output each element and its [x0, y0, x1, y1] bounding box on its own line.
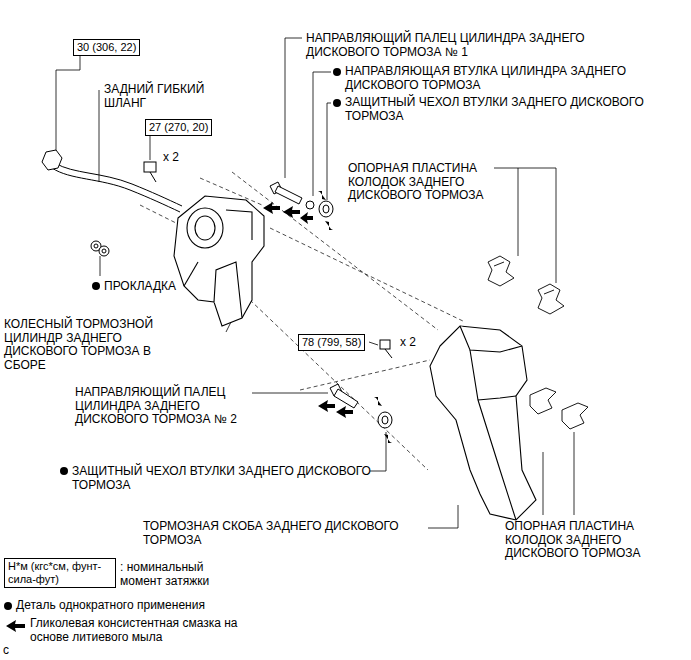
leader-line	[327, 103, 331, 200]
pad-support-plate	[494, 262, 504, 266]
leader-line	[313, 72, 331, 196]
legend-text: Гликолевая консистентная смазка на основ…	[30, 617, 270, 644]
grease-arrow	[283, 206, 300, 218]
pad-support-plate	[530, 388, 556, 414]
assembly-line	[140, 205, 180, 225]
brake-bracket	[430, 326, 536, 520]
guide-pin	[319, 201, 333, 217]
leader-line	[428, 505, 458, 528]
grease-arrow	[374, 397, 382, 406]
brake-bracket	[470, 350, 516, 520]
callout-number: x 2	[400, 336, 440, 350]
pad-support-plate	[488, 256, 588, 429]
wheel-cylinder	[214, 262, 242, 318]
wheel-cylinder	[226, 210, 252, 240]
grease-arrow	[384, 434, 392, 443]
part-label: ЗАЩИТНЫЙ ЧЕХОЛ ВТУЛКИ ЗАДНЕГО ДИСКОВОГО …	[72, 465, 372, 492]
part-label: ОПОРНАЯ ПЛАСТИНА КОЛОДОК ЗАДНЕГО ДИСКОВО…	[348, 162, 498, 203]
pad-support-plate	[562, 403, 588, 429]
guide-pin	[378, 412, 392, 428]
one-time-use-dot	[92, 282, 100, 290]
brake-bracket	[478, 396, 516, 400]
leader-line	[150, 136, 151, 160]
legend-text: : номинальный момент затяжки	[120, 561, 240, 588]
callout-number: x 2	[163, 151, 203, 165]
leader-line	[370, 432, 386, 471]
leader-line	[56, 56, 80, 150]
grease-arrow	[336, 406, 353, 418]
bolt	[94, 244, 98, 248]
hose	[52, 168, 180, 212]
grease-arrow	[6, 620, 25, 632]
guide-pin	[275, 186, 302, 204]
leader-line	[99, 90, 100, 182]
grease-arrow	[318, 400, 335, 412]
grease-arrow	[6, 191, 392, 632]
assembly-line	[270, 228, 465, 322]
hose	[55, 163, 182, 206]
part-label: ЗАЩИТНЫЙ ЧЕХОЛ ВТУЛКИ ЗАДНЕГО ДИСКОВОГО …	[345, 96, 645, 123]
wheel-cylinder	[195, 216, 215, 240]
guide-pin	[323, 205, 329, 213]
grease-arrow	[263, 202, 280, 214]
bolt	[144, 162, 156, 172]
brake-bracket	[430, 326, 536, 520]
legend-text: Деталь однократного применения	[16, 599, 316, 613]
one-time-use-dot	[333, 99, 341, 107]
pad-support-plate	[544, 290, 554, 294]
leader-line	[543, 452, 544, 515]
bolt	[42, 150, 156, 256]
part-label: КОЛЕСНЫЙ ТОРМОЗНОЙ ЦИЛИНДР ЗАДНЕГО ДИСКО…	[4, 318, 169, 372]
box-text: 78 (799, 58)	[302, 336, 361, 349]
one-time-use-dot	[60, 467, 68, 475]
part-label: ПРОКЛАДКА	[104, 280, 224, 294]
leader-line	[252, 393, 328, 394]
leader-line	[518, 168, 519, 256]
wheel-cylinder	[187, 208, 223, 248]
leader-line	[574, 432, 575, 515]
box-text: 27 (270, 20)	[149, 121, 208, 134]
torque-box: 78 (799, 58)	[298, 334, 365, 351]
leader-line	[369, 342, 378, 345]
part-label: НАПРАВЛЯЮЩАЯ ВТУЛКА ЦИЛИНДРА ЗАДНЕГО ДИС…	[345, 65, 645, 92]
hose	[52, 163, 182, 212]
part-label: ОПОРНАЯ ПЛАСТИНА КОЛОДОК ЗАДНЕГО ДИСКОВО…	[505, 520, 655, 561]
box-text: Н*м (кгс*см, фунт-сила-фут)	[8, 560, 112, 586]
callout-number: c	[3, 644, 23, 658]
guide-pin	[380, 340, 390, 349]
pad-support-plate	[488, 256, 514, 286]
torque-box: 30 (306, 22)	[73, 39, 140, 56]
guide-pin	[382, 416, 388, 424]
pad-support-plate	[538, 284, 564, 314]
part-label: ТОРМОЗНАЯ СКОБА ЗАДНЕГО ДИСКОВОГО ТОРМОЗ…	[143, 520, 433, 547]
part-label: ЗАДНИЙ ГИБКИЙ ШЛАНГ	[104, 83, 224, 110]
grease-arrow	[325, 221, 333, 230]
wheel-cylinder	[184, 262, 198, 286]
assembly-line	[300, 360, 430, 390]
unit-box: Н*м (кгс*см, фунт-сила-фут)	[4, 558, 116, 588]
leader-line	[100, 256, 101, 276]
one-time-use-dot	[4, 602, 12, 610]
bolt	[150, 172, 156, 182]
box-text: 30 (306, 22)	[77, 41, 136, 54]
grease-arrow	[300, 212, 313, 224]
leader-line	[56, 38, 574, 528]
torque-box: 27 (270, 20)	[145, 119, 212, 136]
guide-pin	[306, 201, 314, 209]
guide-pin	[334, 389, 358, 408]
guide-pin	[385, 349, 392, 358]
guide-pin	[270, 182, 392, 428]
leader-line	[285, 38, 302, 178]
brake-bracket	[460, 326, 522, 352]
assembly-line	[250, 300, 428, 470]
bolt	[102, 249, 106, 253]
part-label: НАПРАВЛЯЮЩИЙ ПАЛЕЦ ЦИЛИНДРА ЗАДНЕГО ДИСК…	[306, 32, 636, 59]
one-time-use-dot	[333, 68, 341, 76]
bolt	[99, 246, 109, 256]
bolt	[42, 150, 62, 170]
wheel-cylinder	[174, 196, 264, 326]
wheel-cylinder	[174, 196, 264, 326]
grease-arrow	[318, 191, 326, 200]
part-label: НАПРАВЛЯЮЩИЙ ПАЛЕЦ ЦИЛИНДРА ЗАДНЕГО ДИСК…	[75, 386, 250, 427]
